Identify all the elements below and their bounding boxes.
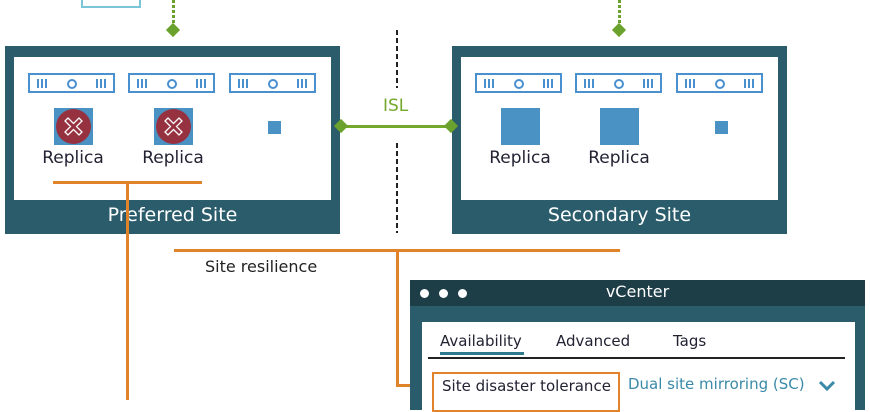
window-control-dot[interactable]: [458, 289, 467, 298]
host-server-icon: [475, 73, 562, 93]
x-circle-icon: [56, 109, 91, 144]
replica-object: [54, 108, 93, 145]
replica-label: Replica: [588, 148, 650, 168]
window-control-dot[interactable]: [420, 289, 429, 298]
replica-object: [501, 108, 540, 145]
site-divider-bottom: [396, 143, 398, 233]
replica-object: [600, 108, 639, 145]
site-resilience-label: Site resilience: [205, 257, 318, 276]
host-server-icon: [128, 73, 215, 93]
site-disaster-tolerance-label: Site disaster tolerance: [432, 372, 620, 412]
chevron-down-icon[interactable]: [818, 377, 836, 396]
witness-component: [268, 121, 281, 134]
host-server-icon: [676, 73, 763, 93]
secondary-site: Replica Replica Secondary Site: [452, 46, 787, 234]
replica-label: Replica: [42, 148, 104, 168]
uplink-secondary: [618, 0, 621, 24]
site-disaster-tolerance-dropdown[interactable]: Dual site mirroring (SC): [628, 375, 805, 393]
replica-label: Replica: [142, 148, 204, 168]
host-server-icon: [229, 73, 316, 93]
replica-label: Replica: [489, 148, 551, 168]
site-label: Preferred Site: [107, 204, 238, 226]
active-tab-indicator: [440, 352, 524, 355]
replica-bracket-stem: [126, 181, 129, 400]
site-resilience-stem: [396, 249, 399, 387]
vcenter-panel: Availability Advanced Tags Site disaster…: [422, 322, 855, 412]
replica-object: [154, 108, 193, 145]
host-server-icon: [575, 73, 662, 93]
isl-label: ISL: [383, 96, 409, 116]
vcenter-title: vCenter: [605, 282, 670, 301]
vcenter-titlebar: vCenter: [410, 280, 865, 306]
uplink-preferred: [172, 0, 175, 24]
isl-link: [341, 125, 452, 128]
tab-divider: [428, 357, 845, 359]
site-hosts-area: Replica Replica: [461, 57, 778, 200]
tab-tags[interactable]: Tags: [673, 332, 707, 350]
witness-component: [715, 121, 728, 134]
partial-box-top: [81, 0, 141, 8]
window-control-dot[interactable]: [439, 289, 448, 298]
site-label: Secondary Site: [547, 204, 692, 226]
tab-advanced[interactable]: Advanced: [556, 332, 631, 350]
site-divider-top: [396, 30, 398, 88]
host-server-icon: [28, 73, 115, 93]
x-circle-icon: [156, 109, 191, 144]
preferred-site: Replica Replica Preferred Site: [5, 46, 340, 234]
connector-diamond-icon: [165, 22, 181, 38]
site-hosts-area: Replica Replica: [14, 57, 331, 200]
vcenter-window: vCenter Availability Advanced Tags Site …: [410, 280, 865, 412]
tab-availability[interactable]: Availability: [440, 332, 522, 350]
connector-diamond-icon: [611, 22, 627, 38]
